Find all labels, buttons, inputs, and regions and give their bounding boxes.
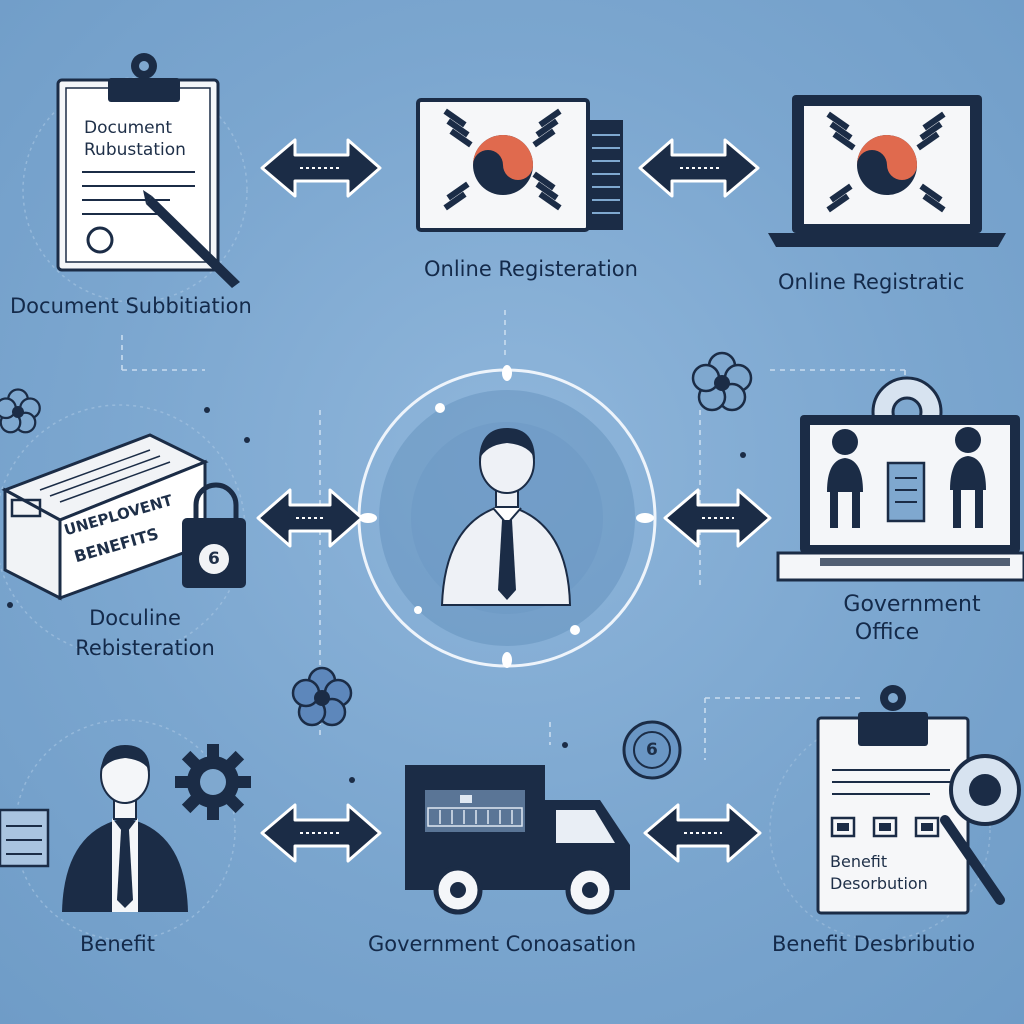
label-document-submission: Document Subbitiation — [10, 294, 252, 318]
person-icon — [440, 428, 572, 606]
document-clipboard-icon — [56, 53, 240, 288]
lock-number: 6 — [208, 549, 220, 569]
label-benefit-distribution: Benefit Desbributio — [772, 932, 976, 956]
sparkle-icons — [7, 407, 746, 783]
label-online-registration-2: Online Registratic — [778, 270, 965, 294]
label-rebisteration: Rebisteration — [75, 636, 215, 660]
label-government-conversation: Government Conoasation — [368, 932, 637, 956]
connector-lines — [121, 310, 906, 760]
label-doculine: Doculine — [89, 606, 181, 630]
benefit-person-icon — [0, 745, 188, 912]
document-paper-line1: Document — [84, 118, 173, 138]
label-government: Government — [843, 592, 981, 617]
central-person-hub — [357, 365, 657, 668]
label-online-registration-1: Online Registeration — [424, 257, 638, 281]
flower-icon — [0, 388, 41, 434]
korean-flag-laptop-icon — [768, 95, 1006, 247]
gear-icon — [175, 744, 251, 820]
coin-number: 6 — [646, 740, 658, 760]
unemployment-benefits-box-icon — [1, 433, 246, 601]
government-office-laptop-icon — [776, 376, 1024, 582]
benefit-paper-line1: Benefit — [830, 852, 888, 871]
benefit-paper-line2: Desorbution — [830, 874, 928, 893]
coin-icon — [622, 720, 682, 780]
flower-icon — [691, 351, 753, 412]
double-arrow-icon — [663, 488, 772, 548]
label-office: Office — [854, 620, 920, 645]
benefit-distribution-clipboard-icon — [816, 685, 1021, 915]
bg-circle — [769, 719, 991, 941]
label-benefit: Benefit — [80, 932, 156, 956]
flower-icon — [291, 666, 353, 727]
korean-flag-monitor-icon — [416, 98, 623, 232]
delivery-truck-icon — [405, 765, 630, 915]
document-paper-line2: Rubustation — [84, 140, 186, 160]
